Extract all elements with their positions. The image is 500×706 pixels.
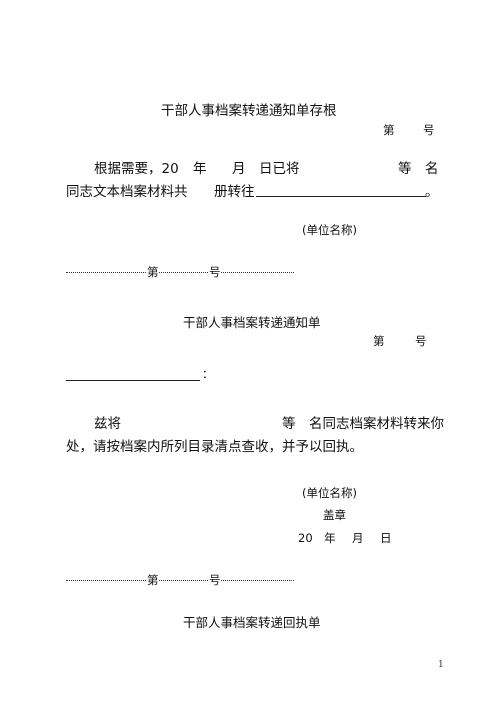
cut-line-1-number-suffix: 号 <box>209 265 221 279</box>
stub-line2-end: 。 <box>425 184 439 200</box>
stub-line1-day: 日已将 <box>259 161 300 177</box>
cut-line-1-number-prefix: 第 <box>147 265 159 279</box>
stub-line1-start: 根据需要，20 <box>94 161 179 177</box>
stub-title: 干部人事档案转递通知单存根 <box>161 103 337 119</box>
cut-line-2: 第 号 <box>66 573 294 587</box>
cut-line-1: 第 号 <box>66 265 294 279</box>
stub-line1-year: 年 <box>193 161 207 177</box>
notice-number-prefix: 第 <box>373 334 385 348</box>
stub-line1-ming: 名 <box>425 161 439 177</box>
stub-line1-month: 月 <box>232 161 246 177</box>
notice-number-suffix: 号 <box>415 334 427 348</box>
notice-body-line1-rest: 等 名同志档案材料转来你 <box>282 416 444 432</box>
notice-seal: 盖章 <box>323 508 346 522</box>
stub-line1-deng: 等 <box>398 161 412 177</box>
addressee-colon: ： <box>202 367 214 381</box>
notice-date-day: 日 <box>380 531 392 545</box>
destination-blank-line <box>256 196 426 197</box>
stub-number-suffix: 号 <box>423 123 435 137</box>
page-number: 1 <box>438 660 444 670</box>
notice-date-year: 20 年 <box>298 531 336 545</box>
receipt-title: 干部人事档案转递回执单 <box>183 615 321 630</box>
dotted-line <box>66 580 294 581</box>
stub-line2-start: 同志文本档案材料共 <box>66 184 188 200</box>
notice-body-line2: 处，请按档案内所列目录清点查收，并予以回执。 <box>66 439 363 455</box>
notice-date-month: 月 <box>352 531 364 545</box>
cut-line-2-number-prefix: 第 <box>147 573 159 587</box>
dotted-line <box>66 272 294 273</box>
stub-line2-mid: 册转往 <box>214 184 255 200</box>
stub-unit-name: (单位名称) <box>302 223 357 237</box>
stub-number-prefix: 第 <box>383 123 395 137</box>
notice-body-line1-start: 兹将 <box>94 416 121 432</box>
addressee-blank-line <box>66 380 200 381</box>
notice-title: 干部人事档案转递通知单 <box>183 315 321 330</box>
cut-line-2-number-suffix: 号 <box>209 573 221 587</box>
notice-unit-name: (单位名称) <box>302 486 357 500</box>
